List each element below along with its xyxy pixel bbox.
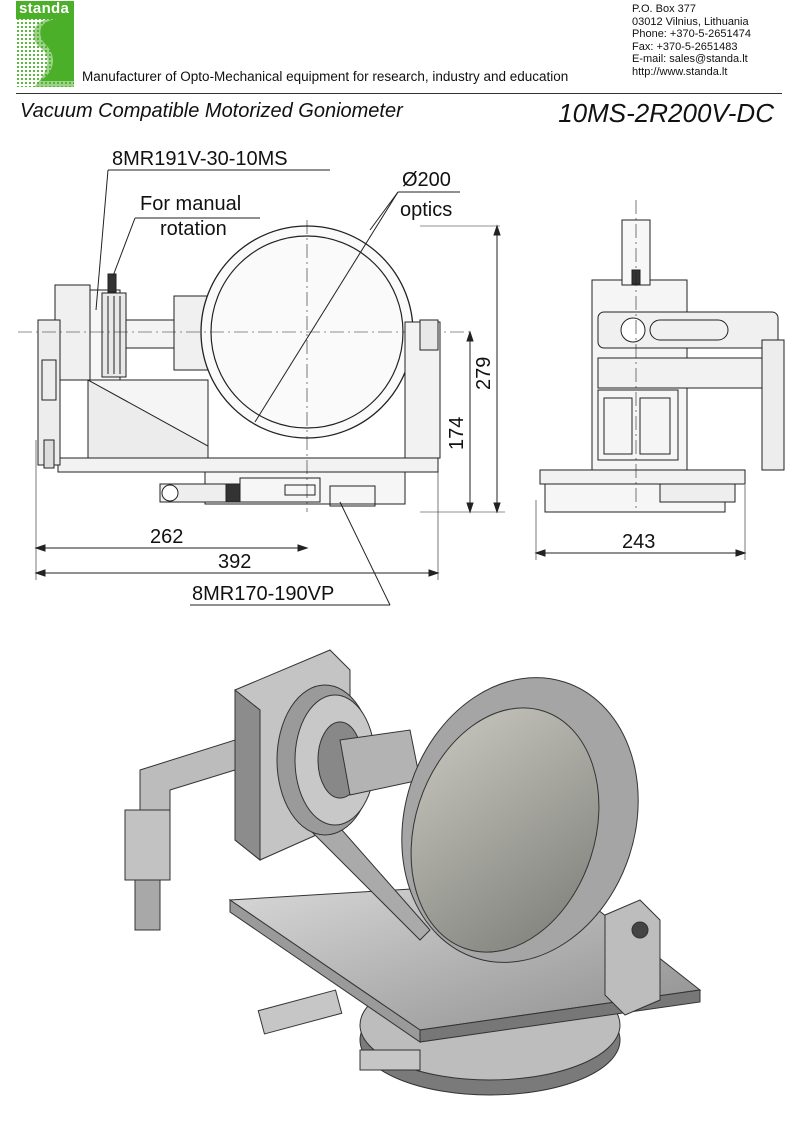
bottom-knob [161, 484, 179, 502]
bottom-stage-slot [284, 484, 316, 496]
iso-optic-glass [410, 707, 600, 953]
contact-city: 03012 Vilnius, Lithuania [632, 15, 749, 28]
contact-po-box: P.O. Box 377 [632, 3, 697, 15]
contact-web: http://www.standa.lt [632, 65, 728, 78]
tagline: Manufacturer of Opto-Mechanical equipmen… [82, 69, 569, 84]
bottom-knob-grip [225, 483, 241, 503]
base-plate [57, 457, 439, 473]
label-manual-1: For manual [140, 193, 241, 215]
iso-motor [124, 809, 171, 881]
bottom-stage-tab [329, 485, 376, 507]
iso-bottom-micrometer-1 [257, 989, 343, 1035]
rotation-stage-block [54, 284, 91, 381]
logo-text: standa [19, 0, 70, 17]
side-lower-arm [597, 357, 767, 389]
manual-knob [107, 273, 117, 293]
shaft [125, 319, 182, 349]
iso-bottom-micrometer-2 [359, 1049, 421, 1071]
technical-drawing: 8MR191V-30-10MS For manual rotation Ø200… [0, 140, 800, 620]
label-diameter: Ø200 [402, 169, 451, 191]
dim-262: 262 [150, 526, 183, 548]
label-bottom-part: 8MR170-190VP [192, 583, 334, 605]
contact-block: P.O. Box 377 03012 Vilnius, Lithuania Ph… [632, 3, 751, 79]
diameter-leader [254, 191, 399, 423]
side-arm [597, 311, 779, 349]
label-optics: optics [400, 199, 452, 221]
contact-phone: Phone: +370-5-2651474 [632, 28, 751, 41]
document-title: Vacuum Compatible Motorized Goniometer [20, 100, 403, 122]
iso-right-post [604, 899, 661, 1016]
dim-174: 174 [446, 417, 468, 450]
standa-logo [16, 1, 74, 87]
dim-243: 243 [622, 531, 655, 553]
iso-shaft [339, 729, 421, 796]
isometric-render [0, 630, 800, 1135]
dim-392: 392 [218, 551, 251, 573]
contact-fax: Fax: +370-5-2651483 [632, 40, 738, 53]
dim-279: 279 [473, 357, 495, 390]
contact-email: E-mail: sales@standa.lt [632, 53, 748, 66]
model-code: 10MS-2R200V-DC [558, 98, 774, 128]
side-base [539, 469, 746, 485]
bracket-rib [87, 379, 209, 459]
side-motor [761, 339, 785, 471]
label-top-part: 8MR191V-30-10MS [112, 148, 288, 170]
side-arm-hub [620, 317, 646, 343]
label-manual-2: rotation [160, 218, 227, 240]
header-rule [16, 93, 782, 94]
